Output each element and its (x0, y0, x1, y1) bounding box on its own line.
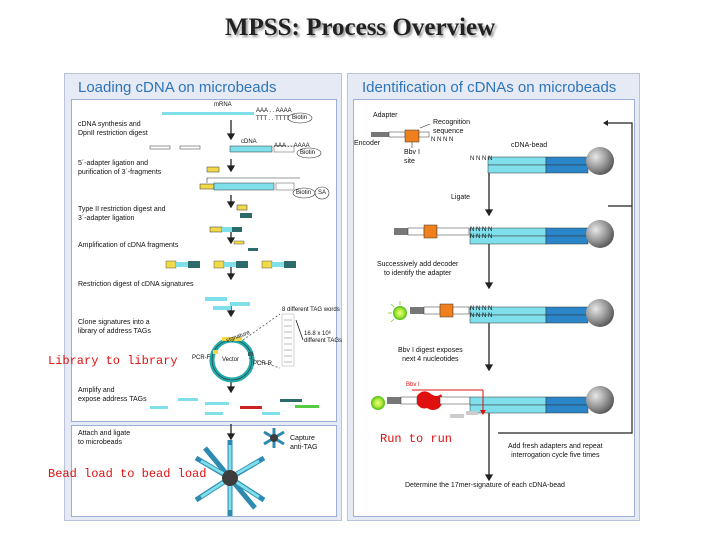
step-5-label: Restriction digest of cDNA signatures (78, 281, 194, 288)
adapter-label: Adapter (373, 112, 398, 119)
nnnn-label-2: N N N N (470, 227, 493, 233)
step-6-label: Clone signatures into a library of addre… (78, 319, 151, 335)
digest-label: Bbv I digest exposes next 4 nucleotides (398, 347, 463, 363)
nnnn-label-3: N N N N (470, 234, 493, 240)
right-panel-title: Identification of cDNAs on microbeads (362, 79, 617, 96)
decoder-label: Successively add decoder to identify the… (377, 261, 459, 277)
biotin-label-2: Biotin (300, 150, 316, 156)
bbvi-enzyme (417, 391, 443, 410)
nnnn-label-4: N N N N (470, 306, 493, 312)
pcr-f-label: PCR-F (192, 355, 211, 361)
bbvi-site-label: Bbv I site (404, 149, 420, 165)
ttt-label: TTT . . TTTT (256, 116, 290, 122)
step-3-label: Type II restriction digest and 3´-adapte… (78, 206, 166, 222)
bead-box (71, 425, 337, 517)
step-2-label: 5´-adapter ligation and purification of … (78, 160, 162, 176)
aaa-label: AAA . . AAAA (256, 108, 292, 114)
cdna-strand (229, 145, 273, 153)
recognition-label: Recognition sequence (433, 119, 470, 135)
biotin-label-1: Biotin (292, 115, 308, 121)
bbvi-label: Bbv I (406, 382, 420, 388)
sa-label: SA (318, 190, 327, 196)
page-title: MPSS: Process Overview (224, 14, 496, 41)
left-panel-title: Loading cDNA on microbeads (78, 79, 277, 96)
library-annotation: Library to library (48, 354, 178, 368)
nnnn-label-0: N N N N (431, 137, 454, 143)
determine-label: Determine the 17mer-signature of each cD… (405, 482, 565, 489)
loading-box (71, 99, 337, 422)
step-8-label: Attach and ligate to microbeads (78, 430, 131, 446)
step-4-label: Amplification of cDNA fragments (78, 242, 179, 249)
aaa-label-2: AAA . . AAAA (274, 143, 310, 149)
cdna-label: cDNA (241, 139, 257, 145)
nnnn-label-5: N N N N (470, 313, 493, 319)
bead-annotation: Bead load to bead load (48, 467, 207, 481)
nnnn-label-1: N N N N (470, 156, 493, 162)
vector-label: Vector (222, 357, 240, 363)
fresh-adapters-label: Add fresh adapters and repeat interrogat… (508, 443, 603, 459)
encoder-label: Encoder (354, 140, 381, 147)
biotin-label-3: Biotin (296, 190, 312, 196)
ligate-label: Ligate (451, 194, 471, 201)
step-7-label: Amplify and expose address TAGs (78, 387, 147, 403)
run-annotation: Run to run (380, 432, 453, 446)
mrna-strand (162, 112, 254, 115)
capture-label: Capture anti-TAG (290, 435, 318, 451)
microbead (222, 470, 238, 486)
cdna-bead-label: cDNA-bead (511, 142, 548, 149)
tag-count-label: 16.8 x 10⁶ different TAGs (304, 331, 343, 344)
mrna-label: mRNA (214, 102, 232, 108)
tag-words-label: 8 different TAG words (282, 307, 340, 313)
step-1-label: cDNA synthesis and DpnII restriction dig… (78, 121, 148, 137)
pcr-r-label: PCR-R (253, 361, 272, 367)
